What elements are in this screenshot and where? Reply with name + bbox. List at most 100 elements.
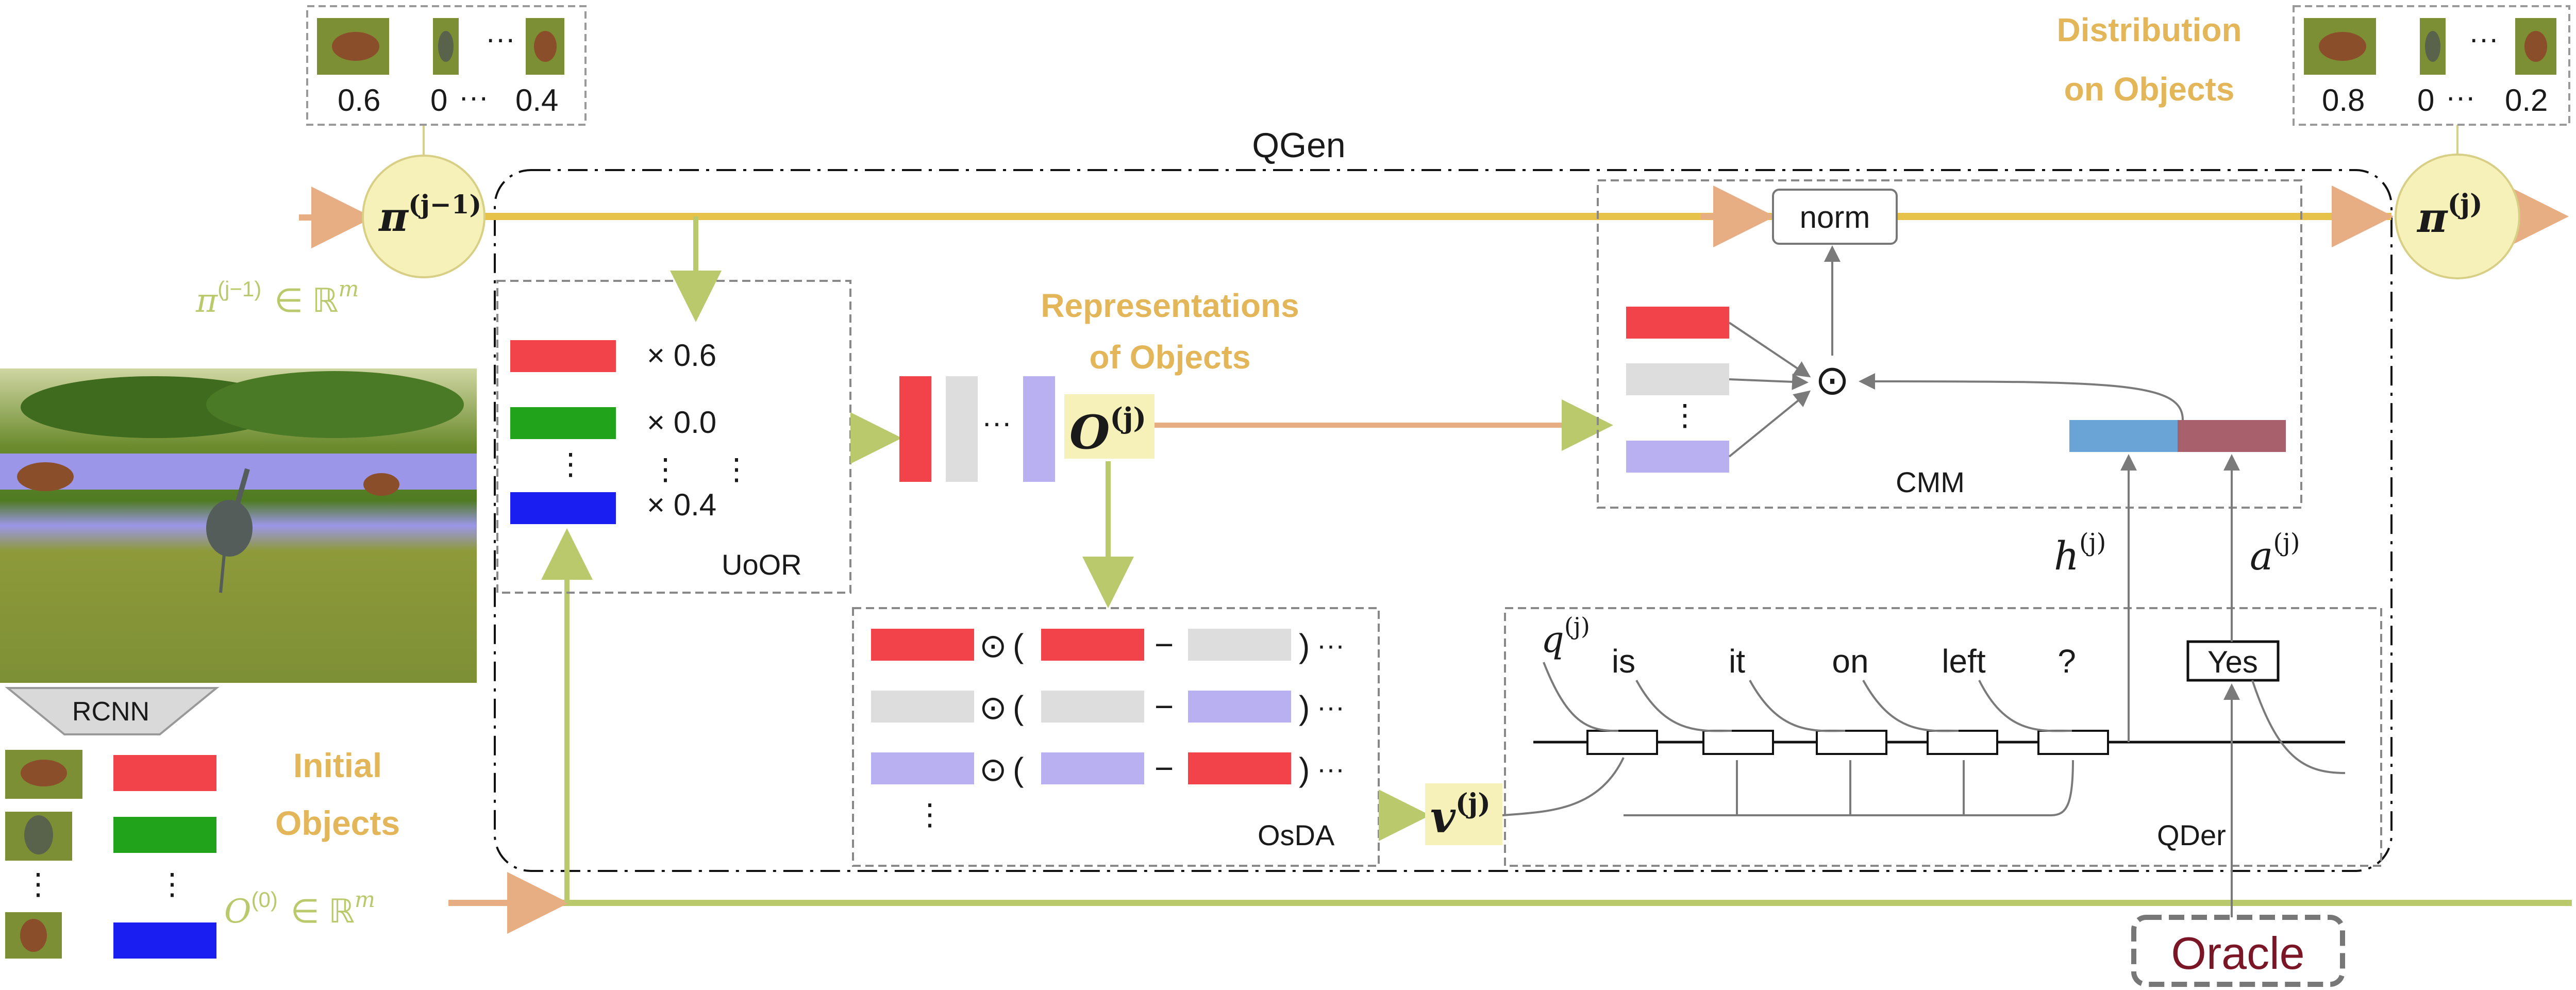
init-bar-vdots: ⋮ bbox=[157, 867, 187, 901]
word-0: is bbox=[1612, 643, 1635, 680]
oj-highlight bbox=[1064, 394, 1155, 459]
norm-label: norm bbox=[1800, 200, 1870, 234]
rep-bar-red bbox=[899, 376, 931, 482]
init-bar-red bbox=[113, 755, 216, 791]
svg-text:⊙: ⊙ bbox=[979, 751, 1007, 788]
cow-right bbox=[363, 473, 399, 496]
odot-symbol: ⊙ bbox=[1815, 357, 1849, 403]
tr-score-middle: 0 bbox=[2417, 83, 2434, 118]
pi-prev-space-label: π(j−1)∈ ℝm bbox=[195, 276, 359, 320]
vj-highlight bbox=[1425, 783, 1502, 845]
svg-text:−: − bbox=[1155, 750, 1174, 787]
osda-box bbox=[852, 607, 1380, 867]
cmm-vdots: ⋮ bbox=[1670, 398, 1700, 432]
uoor-bar-red bbox=[510, 340, 616, 372]
svg-text:): ) bbox=[1299, 689, 1310, 726]
answer-label: Yes bbox=[2207, 645, 2258, 679]
tl-thumb-cow-body bbox=[332, 32, 379, 61]
qder-box bbox=[1504, 607, 2382, 867]
rep-hdots: ··· bbox=[982, 406, 1012, 440]
o-zero-label: O(0)∈ ℝm bbox=[224, 887, 375, 931]
uoor-vdots-weights: ⋮ bbox=[650, 452, 680, 486]
initial-objects-line2: Objects bbox=[275, 804, 400, 842]
rep-bar-lavender bbox=[1023, 376, 1055, 482]
svg-text:−: − bbox=[1155, 626, 1174, 663]
pi-prev-label: π(j−1) bbox=[378, 189, 481, 241]
osda-label: OsDA bbox=[1258, 819, 1335, 851]
svg-text:): ) bbox=[1299, 751, 1310, 788]
input-image bbox=[0, 368, 477, 683]
svg-text:(: ( bbox=[1013, 751, 1024, 788]
hj-label: h(j) bbox=[2054, 528, 2106, 579]
svg-text:−: − bbox=[1155, 688, 1174, 725]
ostrich-body bbox=[206, 500, 253, 557]
init-bar-blue bbox=[113, 922, 216, 959]
init-thumb-3-body bbox=[20, 919, 47, 952]
tr-score-first: 0.8 bbox=[2322, 83, 2365, 118]
word-2: on bbox=[1832, 643, 1868, 680]
uoor-vdots-weights-2: ⋮ bbox=[722, 452, 751, 486]
initial-objects-line1: Initial bbox=[293, 746, 382, 784]
vj-label: v(j) bbox=[1430, 788, 1491, 843]
osda-row-2: ⊙ ( − ) ··· bbox=[871, 688, 1345, 726]
svg-text:···: ··· bbox=[1317, 753, 1345, 784]
svg-text:···: ··· bbox=[1317, 692, 1345, 723]
distribution-label-line2: on Objects bbox=[2064, 71, 2235, 108]
tr-thumb-dots: ··· bbox=[2469, 22, 2499, 56]
word-1: it bbox=[1729, 643, 1745, 680]
cmm-bar-red bbox=[1626, 307, 1729, 339]
word-3: left bbox=[1942, 643, 1986, 680]
tl-score-dots: ··· bbox=[459, 80, 489, 114]
rcnn-arrow bbox=[5, 687, 220, 735]
qder-label: QDer bbox=[2157, 819, 2226, 851]
init-thumb-2-body bbox=[24, 815, 53, 854]
cmm-bar-lavender bbox=[1626, 441, 1729, 473]
aj-label: a(j) bbox=[2250, 528, 2300, 579]
representations-line1: Representations bbox=[1041, 287, 1299, 324]
oracle-box bbox=[2131, 915, 2345, 987]
tr-thumb-obj3-body bbox=[2524, 31, 2547, 62]
h-bar bbox=[2069, 420, 2178, 452]
init-thumb-vdots: ⋮ bbox=[23, 867, 53, 901]
cmm-red-to-odot bbox=[1728, 322, 1811, 378]
tl-score-last: 0.4 bbox=[515, 83, 558, 118]
vj-fanout bbox=[1502, 757, 2074, 816]
a-bar bbox=[2178, 420, 2286, 452]
cmm-box bbox=[1597, 179, 2302, 509]
tr-thumb-cow-body bbox=[2319, 32, 2366, 61]
init-bar-green bbox=[113, 817, 216, 853]
uoor-weight-1: × 0.6 bbox=[647, 338, 716, 373]
lstm-cells bbox=[1586, 730, 2109, 755]
ha-to-odot bbox=[1859, 373, 2184, 421]
tl-thumb-dots: ··· bbox=[486, 22, 515, 56]
cow-left bbox=[17, 462, 74, 491]
tl-thumb-obj3-body bbox=[534, 31, 557, 62]
word-4: ? bbox=[2058, 643, 2076, 680]
norm-box[interactable] bbox=[1772, 189, 1898, 245]
tl-score-first: 0.6 bbox=[338, 83, 380, 118]
qgen-box bbox=[494, 169, 2393, 872]
osda-row-1: ⊙ ( − ) ··· bbox=[871, 626, 1345, 664]
uoor-weight-2: × 0.0 bbox=[647, 405, 716, 440]
svg-text:···: ··· bbox=[1317, 630, 1345, 661]
uoor-bar-green bbox=[510, 407, 616, 439]
cmm-bar-gray bbox=[1626, 363, 1729, 395]
cmm-gray-to-odot bbox=[1729, 373, 1809, 390]
qder-curves bbox=[1543, 662, 2346, 774]
svg-text:⊙: ⊙ bbox=[979, 627, 1007, 664]
rep-bar-gray bbox=[946, 376, 978, 482]
tr-thumb-obj2-body bbox=[2425, 31, 2440, 62]
init-thumb-1-body bbox=[21, 760, 67, 786]
rcnn-label: RCNN bbox=[72, 697, 149, 727]
osda-vdots: ⋮ bbox=[915, 798, 945, 831]
tr-score-dots: ··· bbox=[2446, 80, 2475, 114]
cmm-label: CMM bbox=[1896, 466, 1965, 498]
distribution-label-line1: Distribution bbox=[2056, 11, 2242, 48]
svg-text:): ) bbox=[1299, 627, 1310, 664]
pi-curr-label: π(j) bbox=[2416, 189, 2483, 242]
cmm-lav-to-odot bbox=[1728, 390, 1811, 458]
uoor-vdots-bars: ⋮ bbox=[556, 447, 586, 481]
uoor-bar-blue bbox=[510, 492, 616, 524]
osda-row-3: ⊙ ( − ) ··· bbox=[871, 750, 1345, 788]
